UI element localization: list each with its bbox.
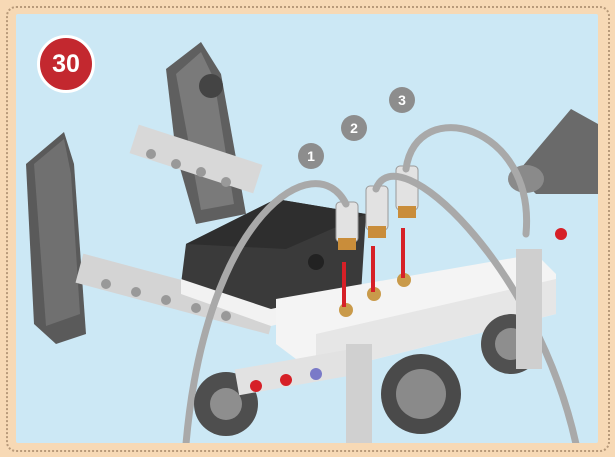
tube-2-badge: 2 — [341, 115, 367, 141]
step-number-badge: 30 — [37, 35, 95, 93]
valve-2 — [366, 186, 388, 238]
assembly-illustration — [16, 14, 598, 443]
valve-1 — [336, 202, 358, 250]
tube-3-badge: 3 — [389, 87, 415, 113]
tube-1-badge: 1 — [298, 143, 324, 169]
